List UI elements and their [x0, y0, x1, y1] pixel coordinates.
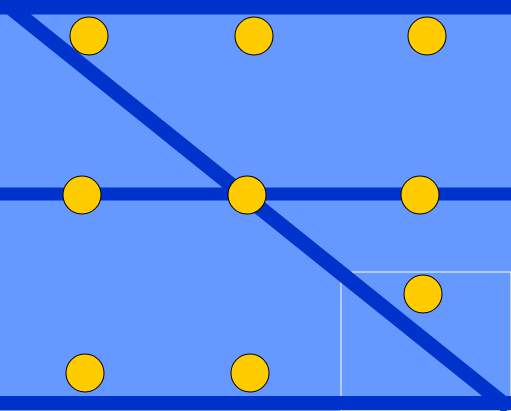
dot-top-left[interactable] — [69, 16, 109, 56]
dot-middle-left[interactable] — [62, 175, 102, 215]
dot-lower-right[interactable] — [403, 274, 443, 314]
dot-middle-center[interactable] — [227, 175, 267, 215]
dot-top-center[interactable] — [234, 16, 274, 56]
dot-middle-right[interactable] — [400, 175, 440, 215]
dot-top-right[interactable] — [407, 16, 447, 56]
dot-bottom-left[interactable] — [65, 353, 105, 393]
dots-layer — [62, 16, 447, 393]
highlighted-cell — [340, 271, 511, 411]
dot-bottom-center[interactable] — [230, 353, 270, 393]
